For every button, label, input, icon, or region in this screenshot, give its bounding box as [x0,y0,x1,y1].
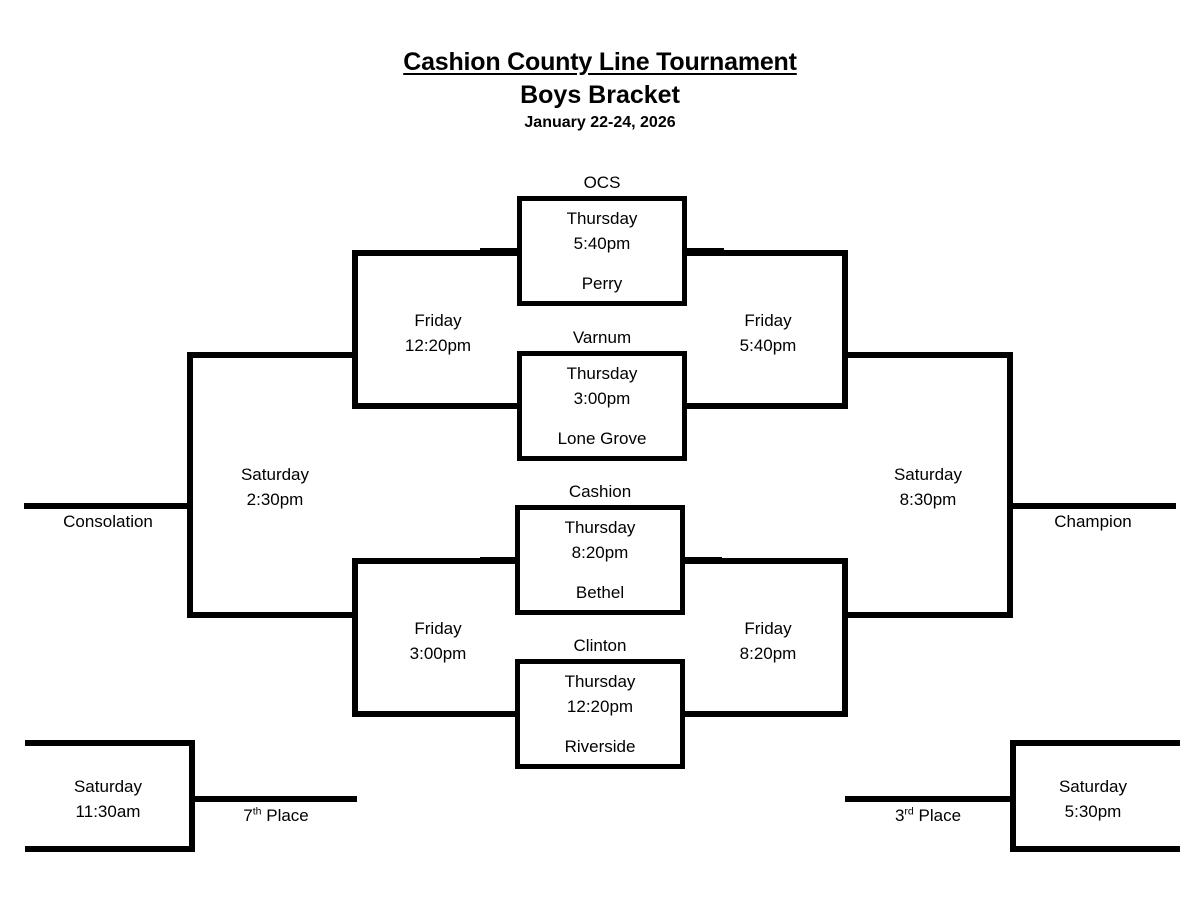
seventh-place-word: Place [266,806,309,825]
game-1-left-stub [480,248,520,254]
championship-label: Saturday 8:30pm [848,463,1008,512]
page-header: Cashion County Line Tournament Boys Brac… [0,48,1200,133]
third-place-top-horizontal [1010,740,1180,746]
losers-semi-upper-top-horizontal [352,250,518,256]
losers-semi-lower-bottom-horizontal [352,711,518,717]
winners-semi-upper-top-horizontal [684,250,848,256]
game-3-box: Thursday 8:20pm Bethel [515,505,685,615]
championship-bracket-top-horizontal [845,352,1013,358]
tournament-title: Cashion County Line Tournament [403,48,797,76]
winners-semi-lower-time: 8:20pm [739,643,797,663]
winners-semi-lower-day: Friday [744,619,792,638]
bracket-subtitle: Boys Bracket [520,80,680,109]
winners-semi-lower-right-vertical [842,558,848,717]
winners-semi-upper-bottom-horizontal [684,403,848,409]
losers-semi-upper-time: 12:20pm [404,335,472,355]
game-3-left-stub [480,557,520,563]
tournament-dates: January 22-24, 2026 [524,114,676,131]
third-place-ordinal: rd [904,805,914,818]
seventh-place-top-horizontal [25,740,195,746]
game-3-bottom-team: Bethel [575,583,625,603]
losers-semi-lower-top-horizontal [352,558,518,564]
consolation-bracket-left-vertical [187,352,193,618]
game-1-time: 5:40pm [573,234,631,253]
third-place-number: 3 [894,806,905,825]
winners-semi-upper-label: Friday 5:40pm [688,309,848,358]
seventh-place-outcome-label: 7th Place [196,804,356,829]
losers-semi-lower-left-vertical [352,558,358,717]
winners-semi-lower-top-horizontal [682,558,848,564]
winners-semi-lower-bottom-horizontal [682,711,848,717]
losers-semi-lower-time: 3:00pm [409,643,467,663]
game-4-box: Thursday 12:20pm Riverside [515,659,685,769]
losers-semi-upper-left-vertical [352,250,358,409]
game-2-left-stub [480,403,520,409]
winners-semi-upper-day: Friday [744,311,792,330]
game-1-top-team: OCS [583,173,621,192]
game-4-time: 12:20pm [566,697,634,716]
winners-semi-lower-label: Friday 8:20pm [688,617,848,666]
third-place-bottom-horizontal [1010,846,1180,852]
consolation-bracket-top-horizontal [187,352,355,358]
game-1-bottom-team: Perry [581,274,623,294]
losers-semi-lower-label: Friday 3:00pm [358,617,518,666]
winners-semi-upper-right-vertical [842,250,848,409]
champion-outcome-label: Champion [1054,512,1132,531]
game-4-top-team: Clinton [573,636,627,655]
third-place-time: 5:30pm [1064,801,1122,821]
consolation-outcome-label: Consolation [63,512,153,531]
game-2-time: 3:00pm [573,389,631,408]
winners-semi-upper-time: 5:40pm [739,335,797,355]
game-3-top-team: Cashion [568,482,632,501]
game-2-day: Thursday [566,364,638,383]
third-place-day: Saturday [1058,777,1128,796]
game-1-box: Thursday 5:40pm Perry [517,196,687,306]
losers-semi-upper-bottom-horizontal [352,403,518,409]
championship-bracket-right-vertical [1007,352,1013,618]
consolation-final-time: 2:30pm [246,489,304,509]
consolation-final-day: Saturday [240,465,310,484]
game-4-day: Thursday [564,672,636,691]
third-place-input-line [845,796,1012,802]
consolation-final-label: Saturday 2:30pm [195,463,355,512]
game-1-day: Thursday [566,209,638,228]
game-2-bottom-team: Lone Grove [557,429,647,449]
championship-time: 8:30pm [899,489,957,509]
game-2-top-team: Varnum [572,328,632,347]
game-2-box: Thursday 3:00pm Lone Grove [517,351,687,461]
consolation-output-line [24,503,190,509]
third-place-game-label: Saturday 5:30pm [1013,775,1173,824]
championship-day: Saturday [893,465,963,484]
seventh-place-output-line [192,796,357,802]
consolation-bracket-bottom-horizontal [187,612,355,618]
third-place-word: Place [918,806,962,825]
champion-output-line [1010,503,1176,509]
seventh-place-day: Saturday [73,777,143,796]
losers-semi-upper-day: Friday [414,311,462,330]
seventh-place-number: 7 [243,806,253,825]
seventh-place-game-label: Saturday 11:30am [28,775,188,824]
game-4-left-stub [480,711,520,717]
championship-bracket-bottom-horizontal [845,612,1013,618]
seventh-place-bottom-horizontal [25,846,195,852]
losers-semi-lower-day: Friday [414,619,462,638]
third-place-right-vertical [1010,740,1016,852]
losers-semi-upper-label: Friday 12:20pm [358,309,518,358]
seventh-place-time: 11:30am [75,801,141,821]
third-place-outcome-label: 3rd Place [848,804,1008,829]
seventh-place-ordinal: th [252,805,262,818]
game-3-time: 8:20pm [571,543,629,562]
game-4-bottom-team: Riverside [564,737,636,757]
game-3-day: Thursday [564,518,636,537]
